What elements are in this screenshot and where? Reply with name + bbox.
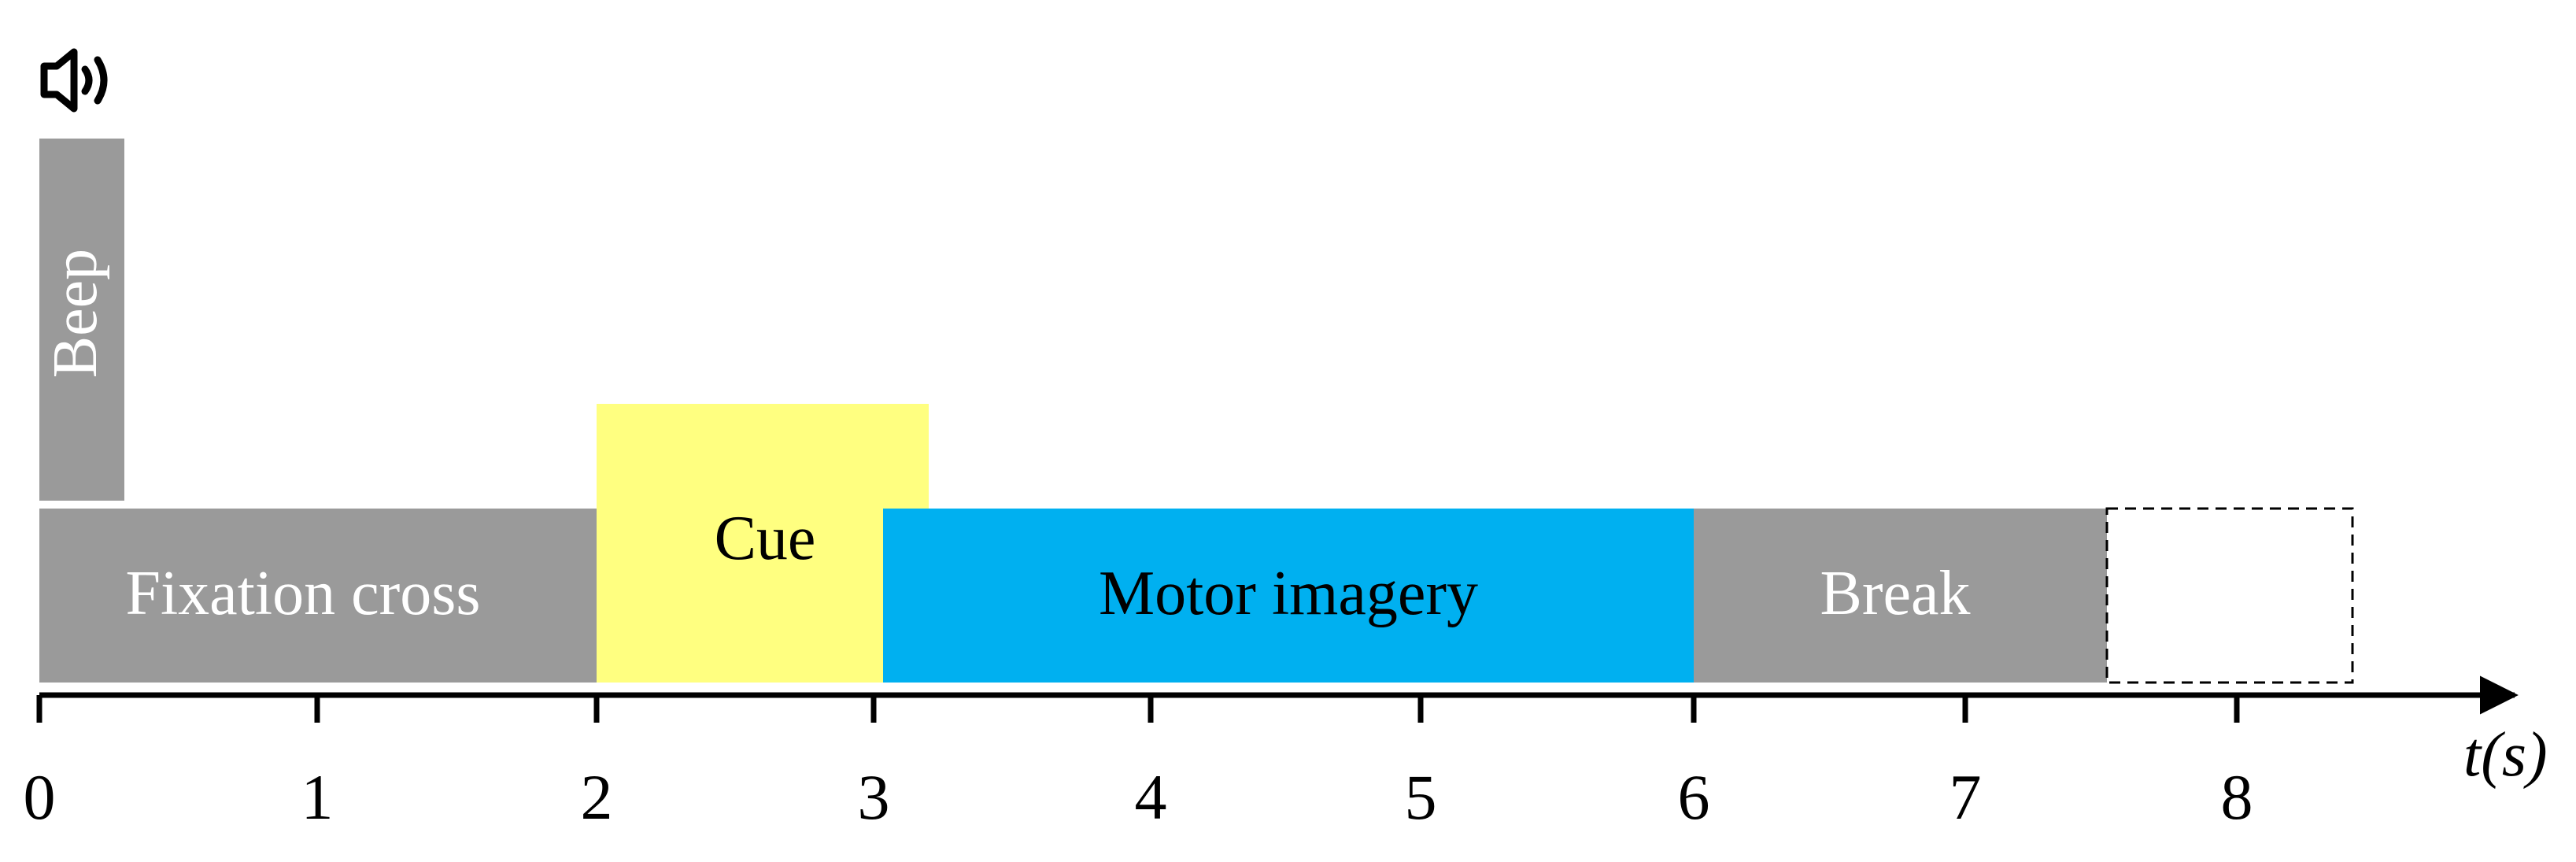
motor-imagery-block — [883, 509, 1694, 683]
beep-label: Beep — [41, 249, 110, 378]
tick-label: 0 — [24, 761, 56, 833]
cue-block — [597, 404, 929, 683]
beep-block — [39, 139, 124, 501]
speaker-icon — [40, 48, 108, 113]
axis-ticks — [36, 695, 2240, 723]
tick-label: 1 — [301, 761, 334, 833]
dashed-block — [2105, 507, 2354, 684]
tick-label: 4 — [1135, 761, 1167, 833]
tick-label: 2 — [581, 761, 613, 833]
cue-label: Cue — [715, 504, 816, 573]
tick-label: 5 — [1405, 761, 1437, 833]
tick-label: 3 — [858, 761, 890, 833]
fixation-label: Fixation cross — [125, 559, 480, 628]
tick-label: 6 — [1678, 761, 1710, 833]
tick-label: 8 — [2221, 761, 2253, 833]
break-label: Break — [1820, 559, 1970, 628]
tick-label: 7 — [1950, 761, 1982, 833]
tick-labels: 0 1 2 3 4 5 6 7 8 — [24, 761, 2253, 833]
motor-imagery-label: Motor imagery — [1099, 559, 1478, 628]
fixation-block — [39, 509, 597, 683]
axis-title: t(s) — [2463, 720, 2548, 790]
break-block — [1694, 509, 2107, 683]
